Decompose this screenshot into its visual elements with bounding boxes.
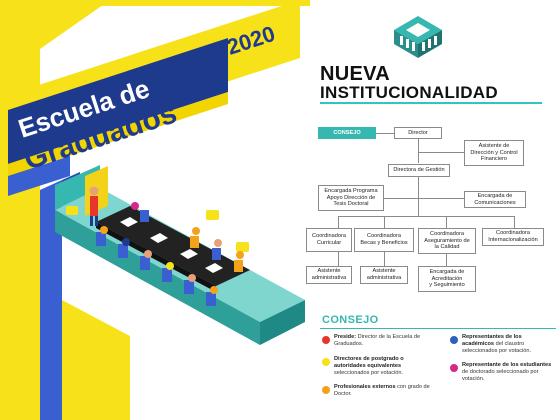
connector [384, 252, 385, 266]
legend-text: seleccionados por votación. [334, 370, 404, 376]
person-head [122, 238, 130, 246]
yellow-base [62, 300, 130, 420]
org-box-encargada-comunicaciones: Encargada de Comunicaciones [464, 191, 526, 208]
person-head [166, 262, 174, 270]
legend-dot-red [322, 336, 330, 344]
legend-dot-magenta [450, 364, 458, 372]
connector [338, 216, 339, 228]
chair [206, 292, 216, 306]
legend-bold: Representantes de los académicos [462, 334, 522, 347]
heading-line2: INSTITUCIONALIDAD [320, 83, 498, 102]
banner-navy [8, 38, 228, 164]
legend-item-preside: Preside: Director de la Escuela de Gradu… [334, 334, 434, 348]
legend-item-estudiantes: Representante de los estudiantes de doct… [462, 362, 554, 383]
connector [514, 216, 515, 228]
chair [140, 210, 149, 222]
org-box-asistente-admin-1: Asistente administrativa [306, 266, 352, 284]
room-floor-front [55, 210, 260, 345]
person-head [210, 286, 218, 294]
presenter-body [90, 196, 98, 216]
meeting-room [55, 165, 305, 345]
legend-bold: Profesionales externos [334, 384, 396, 390]
connector [384, 216, 385, 228]
institution-building-icon [394, 16, 442, 58]
chair [96, 232, 106, 246]
legend-dot-yellow [322, 358, 330, 366]
connector [418, 139, 419, 163]
org-box-asistente-admin-2: Asistente administrativa [360, 266, 408, 284]
connector [418, 152, 464, 153]
legend-item-academicos: Representantes de los académicos del cla… [462, 334, 554, 355]
legend-item-profesionales: Profesionales externos con grado de Doct… [334, 384, 434, 398]
person-head [188, 274, 196, 282]
person-head [131, 202, 139, 210]
chair [118, 244, 128, 258]
chair [234, 260, 243, 272]
connector [376, 133, 394, 134]
connector [446, 216, 447, 228]
org-box-coord-curricular: Coordinadora Curricular [306, 228, 352, 252]
legend-dot-blue [450, 336, 458, 344]
yellow-corner [0, 0, 110, 70]
blue-frame [40, 180, 62, 420]
legend-bold: Preside: [334, 334, 357, 340]
consejo-title: CONSEJO [322, 314, 379, 326]
person-head [236, 251, 244, 259]
connector [418, 177, 419, 216]
person-head [192, 227, 200, 235]
attendees-front [96, 226, 218, 306]
legend-bold: Representante de los estudiantes [462, 362, 552, 368]
chair [190, 236, 199, 248]
paper [120, 217, 138, 227]
paper [180, 249, 198, 259]
banner-blue-side [8, 156, 70, 196]
speech-bubble [236, 242, 249, 252]
org-box-encargada-acreditacion: Encargada de Acreditación y Seguimiento [418, 266, 476, 292]
chair [212, 248, 221, 260]
legend-bold: Directores de postgrado o autoridades eq… [334, 356, 404, 369]
presenter-leg [95, 216, 98, 226]
heading-line1: NUEVA [320, 63, 391, 85]
connector [446, 254, 447, 266]
illustration: Escuela de Graduados 2020 [0, 0, 310, 420]
consejo-rule [320, 328, 556, 329]
connector [338, 216, 514, 217]
legend-text: de doctorado seleccionado por votación. [462, 369, 539, 382]
room-floor-side [260, 300, 305, 345]
presenter-leg [90, 216, 93, 226]
speech-bubble [206, 210, 219, 220]
org-box-directora-gestion: Directora de Gestión [388, 164, 450, 177]
speech-bubble [66, 206, 78, 215]
connector [338, 252, 339, 266]
org-box-encargada-programa: Encargada Programa Apoyo Dirección de Te… [318, 185, 384, 211]
person-head [214, 239, 222, 247]
chair [162, 268, 172, 282]
legend-text: con grado de Doctor. [334, 384, 430, 397]
legend-item-directores: Directores de postgrado o autoridades eq… [334, 356, 434, 377]
org-box-asistente-direccion: Asistente de Dirección y Control Financi… [464, 140, 524, 166]
legend-text: del claustro seleccionados por votación. [462, 341, 532, 354]
banner-yellow-band [8, 92, 228, 176]
paper [205, 263, 223, 273]
attendees-back [131, 202, 244, 272]
org-box-consejo: CONSEJO [318, 127, 376, 139]
connector [384, 198, 464, 199]
org-box-coord-internacional: Coordinadora Internacionalización [482, 228, 544, 246]
chair [184, 280, 194, 294]
heading-underline [320, 102, 542, 104]
org-box-coord-becas: Coordinadora Becas y Beneficios [354, 228, 414, 252]
person-head [144, 250, 152, 258]
org-box-director: Director [394, 127, 442, 139]
presenter-head [89, 186, 99, 196]
paper [150, 233, 168, 243]
legend-dot-orange [322, 386, 330, 394]
person-head [100, 226, 108, 234]
chair [140, 256, 150, 270]
org-box-coord-aseguramiento: Coordinadora Aseguramiento de la Calidad [418, 228, 476, 254]
legend-text: Director de la Escuela de Graduados. [334, 334, 421, 347]
